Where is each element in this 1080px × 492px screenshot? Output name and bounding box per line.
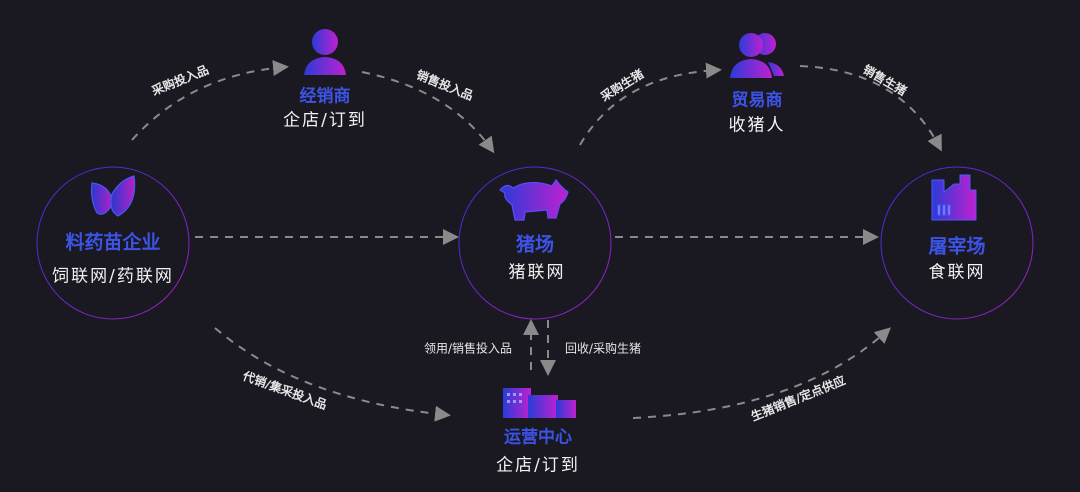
person-icon <box>304 29 346 75</box>
slaughter-circle <box>880 166 1034 320</box>
arrow-trader-slaughter <box>799 65 942 152</box>
arrow-feed-dealer <box>131 60 289 141</box>
arrow-dealer-farm <box>361 71 495 154</box>
slaughter-subtitle: 食联网 <box>928 262 986 283</box>
trader-subtitle: 收猪人 <box>728 115 786 136</box>
feed-subtitle: 饲联网/药联网 <box>52 266 174 287</box>
farm-subtitle: 猪联网 <box>508 262 566 283</box>
arrow-feed-ops <box>214 327 451 422</box>
ops-subtitle: 企店/订到 <box>496 455 580 476</box>
buildings-icon <box>503 388 576 418</box>
dealer-title: 经销商 <box>299 86 351 107</box>
people-icon <box>730 33 784 78</box>
arrow-ops-slaughter <box>632 327 891 419</box>
pig-icon <box>499 178 569 221</box>
edge-label-farm-ops: 回收/采购生猪 <box>564 341 642 356</box>
trader-title: 贸易商 <box>731 90 783 111</box>
slaughter-title: 屠宰场 <box>928 235 986 258</box>
ops-title: 运营中心 <box>504 427 572 448</box>
dealer-subtitle: 企店/订到 <box>283 110 367 131</box>
factory-icon <box>931 174 977 221</box>
feed-title: 料药苗企业 <box>65 231 161 254</box>
leaf-icon <box>90 175 136 217</box>
arrow-farm-trader <box>579 62 722 146</box>
feed-circle <box>36 166 190 320</box>
edge-label-ops-farm: 领用/销售投入品 <box>423 341 513 356</box>
farm-title: 猪场 <box>515 233 555 256</box>
